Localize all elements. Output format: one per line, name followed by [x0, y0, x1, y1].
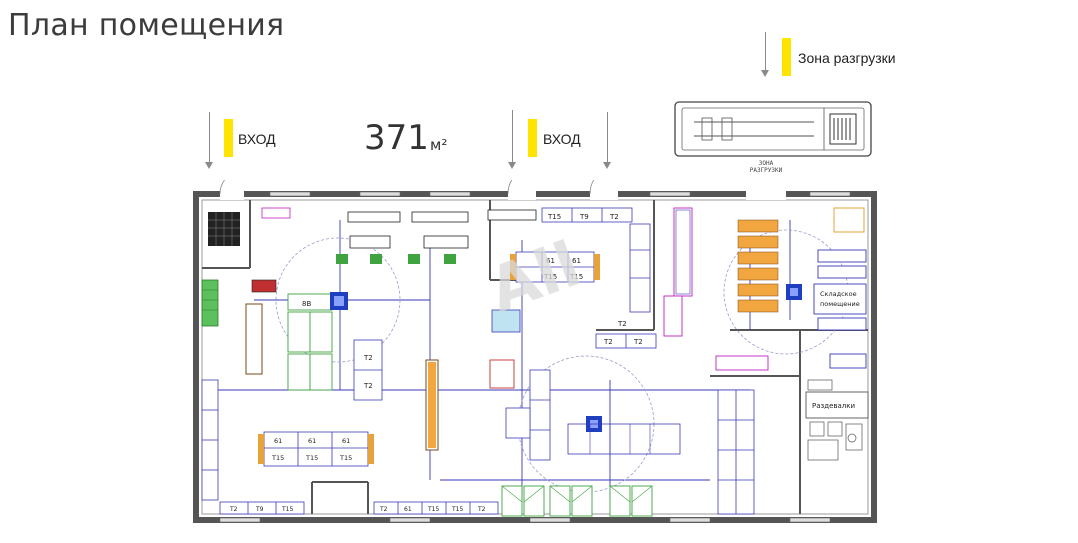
- entrance-left-arrow-icon: [205, 162, 213, 169]
- svg-text:T2: T2: [379, 506, 388, 513]
- svg-text:T2: T2: [633, 338, 643, 346]
- area-value: 371: [364, 118, 429, 158]
- entrance-left-arrow-line: [209, 112, 210, 164]
- svg-text:T2: T2: [229, 506, 238, 513]
- unloading-label: Зона разгрузки: [798, 50, 896, 66]
- truck-icon: [674, 101, 872, 157]
- svg-text:61: 61: [274, 437, 282, 445]
- page-title: План помещения: [8, 8, 285, 43]
- svg-text:T2: T2: [603, 338, 613, 346]
- svg-text:61: 61: [546, 257, 555, 265]
- svg-text:61: 61: [308, 437, 316, 445]
- entrance-right-marker: [528, 119, 537, 157]
- unloading-plan-label: ЗОНА РАЗГРУЗКИ: [736, 160, 796, 174]
- svg-text:61: 61: [342, 437, 350, 445]
- svg-text:T15: T15: [427, 506, 439, 513]
- svg-text:T15: T15: [271, 454, 284, 462]
- svg-text:T15: T15: [281, 506, 293, 513]
- entrance-right-arrow-line-b: [607, 112, 608, 164]
- entrance-left-marker: [224, 119, 233, 157]
- unloading-arrow-icon: [761, 70, 769, 77]
- svg-text:T15: T15: [569, 273, 583, 281]
- svg-text:61: 61: [572, 257, 581, 265]
- unloading-marker: [782, 38, 791, 76]
- entrance-right-arrow-icon-a: [508, 162, 516, 169]
- unloading-plan-label-line2: РАЗГРУЗКИ: [749, 167, 783, 174]
- entrance-right-arrow-icon-b: [603, 162, 611, 169]
- svg-text:T2: T2: [477, 506, 486, 513]
- svg-text:T15: T15: [451, 506, 463, 513]
- area-unit: м²: [430, 136, 448, 154]
- unloading-plan-label-line1: ЗОНА: [758, 160, 774, 167]
- svg-text:T15: T15: [547, 213, 561, 221]
- plan-code-8b: 8B: [302, 300, 311, 308]
- svg-text:T15: T15: [339, 454, 352, 462]
- plan-label-warehouse-line2: помещение: [820, 300, 860, 308]
- entrance-right-label: ВХОД: [543, 131, 581, 147]
- svg-text:T2: T2: [617, 320, 627, 328]
- plan-label-lockers: Раздевалки: [812, 402, 855, 410]
- entrance-right-arrow-line-a: [512, 110, 513, 164]
- unloading-arrow-line: [765, 32, 766, 72]
- plan-code-t2-a: T2: [363, 354, 373, 362]
- entrance-left-label: ВХОД: [238, 131, 276, 147]
- svg-text:T2: T2: [609, 213, 619, 221]
- plan-code-t2-b: T2: [363, 382, 373, 390]
- svg-text:T9: T9: [579, 213, 589, 221]
- svg-text:T9: T9: [255, 506, 264, 513]
- svg-text:T15: T15: [543, 273, 557, 281]
- svg-text:T15: T15: [305, 454, 318, 462]
- plan-label-warehouse-line1: Складское: [820, 290, 857, 298]
- svg-text:61: 61: [404, 506, 412, 513]
